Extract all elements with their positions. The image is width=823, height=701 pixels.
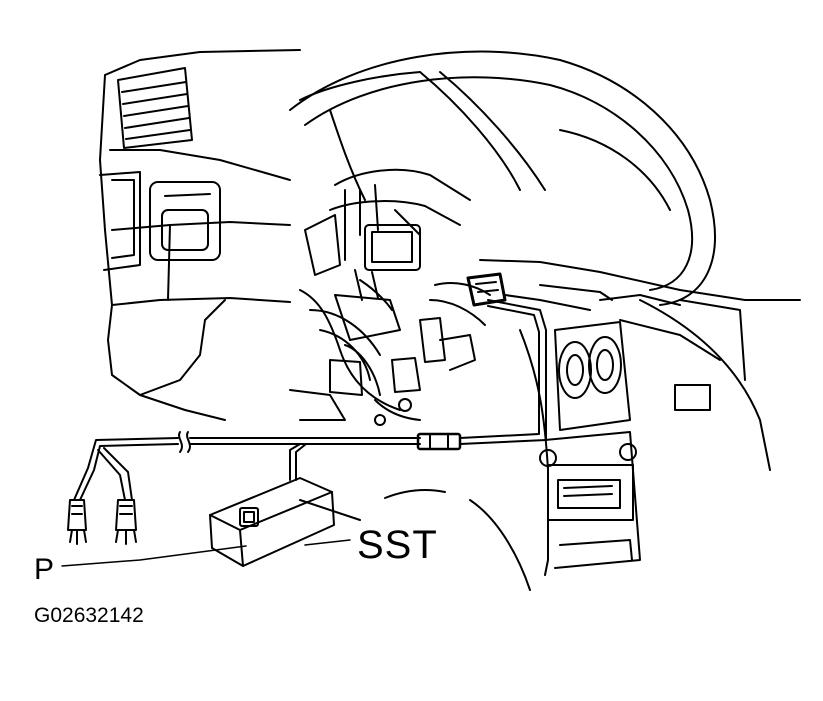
left-air-vent — [117, 67, 193, 149]
leader-lines — [61, 539, 351, 567]
connector-p-label: P — [34, 553, 55, 586]
sst-label: SST — [357, 523, 438, 567]
steering-wheel — [289, 50, 716, 306]
instrument-panel — [99, 49, 301, 421]
center-console — [299, 259, 801, 591]
probe-plugs — [67, 499, 137, 545]
wire-coupler — [416, 432, 462, 451]
diagnostic-connector — [466, 272, 507, 307]
sst-harness-wire — [73, 299, 547, 501]
figure-id-label: G02632142 — [34, 604, 144, 627]
left-switch-panel — [149, 181, 221, 261]
sst-box — [209, 477, 335, 567]
steering-column — [304, 168, 471, 276]
harness-bundle — [289, 269, 491, 426]
